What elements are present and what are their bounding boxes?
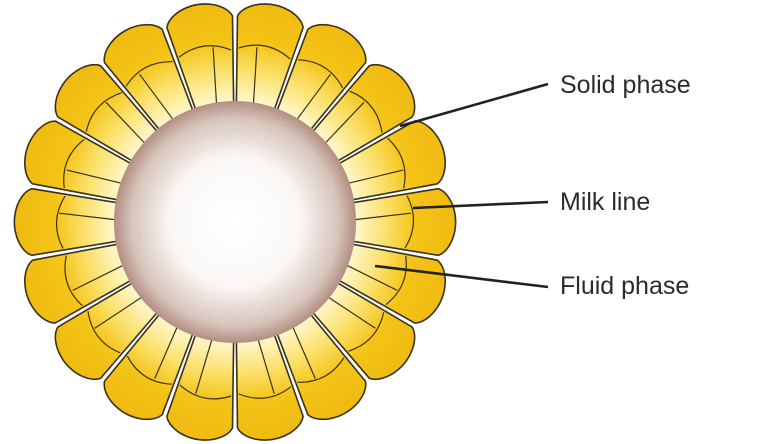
fluid-phase-label: Fluid phase [560,274,689,299]
solid-phase-label: Solid phase [560,73,691,98]
milk-line-label: Milk line [560,190,650,215]
solid-phase-leader [400,84,548,126]
pith-speckle [114,101,356,343]
